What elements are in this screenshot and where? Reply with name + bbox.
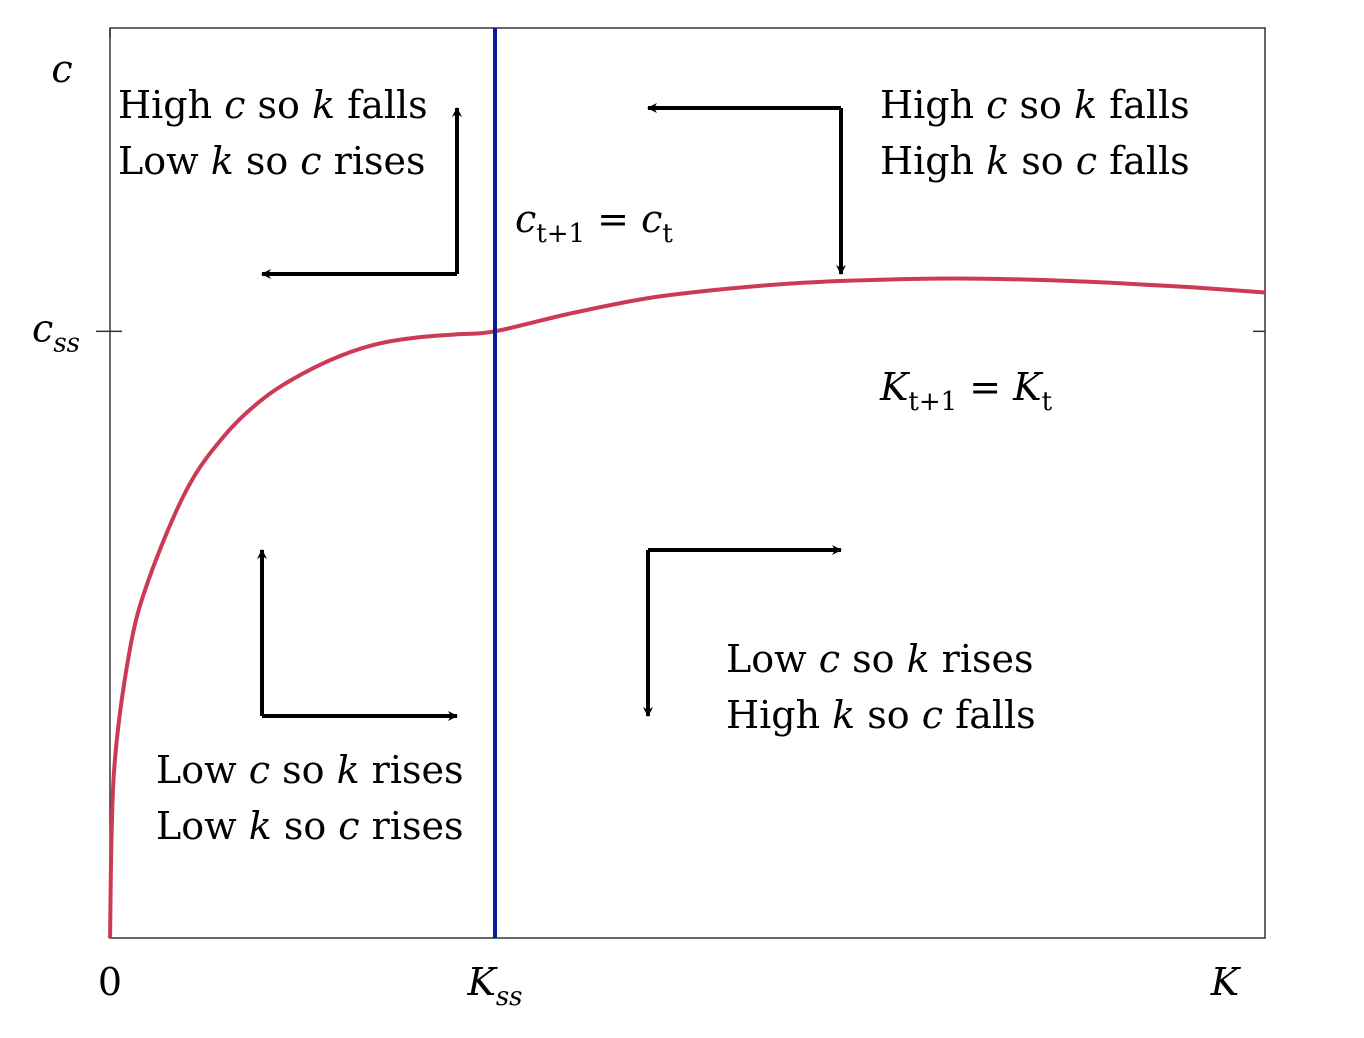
y-tick-label-0-sub: ss: [53, 328, 80, 358]
annotation-top-right-line1-word-4: falls: [1097, 83, 1190, 127]
annotation-bottom-left-line1-word-1: c: [237, 748, 270, 792]
x-tick-label-1-base: K: [466, 960, 498, 1004]
annotation-bottom-left-line1-word-2: so: [270, 748, 324, 792]
line-label-0-sub: t+1: [908, 387, 957, 417]
line-label-0-base: K: [879, 365, 911, 409]
annotation-bottom-right-line2: High k so c falls: [726, 693, 1036, 737]
annotation-bottom-left-line1-word-3: k: [324, 748, 359, 792]
annotation-top-right-line1: High c so k falls: [880, 83, 1190, 127]
line-label-0-sub2: t: [1042, 387, 1053, 417]
annotation-top-left-line2-word-4: rises: [322, 139, 426, 183]
line-label-1-sub: t+1: [536, 219, 585, 249]
x-tick-label-1-sub: ss: [496, 982, 523, 1012]
line-label-1-eq: =: [585, 197, 641, 241]
annotation-bottom-left-line2-word-2: so: [272, 804, 326, 848]
line-label-1-base2: c: [641, 197, 662, 241]
annotation-top-left-line2-word-3: c: [288, 139, 321, 183]
annotation-top-left-line1-word-1: c: [212, 83, 245, 127]
x-axis-label: K: [1210, 960, 1242, 1004]
line-label-1: ct+1 = ct: [515, 197, 673, 249]
annotation-top-right-line1-word-1: c: [974, 83, 1007, 127]
annotation-top-right-line2-word-3: c: [1064, 139, 1097, 183]
annotation-top-left-line2-word-0: Low: [118, 139, 199, 183]
y-axis-label: c: [51, 47, 72, 91]
annotation-bottom-right-line1: Low c so k rises: [726, 637, 1033, 681]
annotation-bottom-left-line2: Low k so c rises: [156, 804, 463, 848]
line-label-0-base2: K: [1012, 365, 1044, 409]
annotation-top-right-line2-word-4: falls: [1097, 139, 1190, 183]
annotation-top-right-line2-word-1: k: [974, 139, 1009, 183]
annotation-bottom-right-line1-word-2: so: [840, 637, 894, 681]
y-tick-label-0-base: c: [32, 306, 53, 350]
line-label-0-eq: =: [957, 365, 1013, 409]
annotation-bottom-right-line2-word-3: c: [910, 693, 943, 737]
annotation-bottom-right-line1-word-1: c: [807, 637, 840, 681]
annotation-bottom-left-line2-word-0: Low: [156, 804, 237, 848]
series-line-0: [108, 276, 1266, 939]
annotation-top-left-line2: Low k so c rises: [118, 139, 425, 183]
annotation-bottom-right-line2-word-0: High: [726, 693, 820, 737]
annotation-top-right-line1-word-3: k: [1062, 83, 1097, 127]
x-tick-label-1: Kss: [466, 960, 522, 1012]
annotation-top-right-line2: High k so c falls: [880, 139, 1190, 183]
y-tick-label-0: css: [32, 306, 80, 358]
annotation-bottom-right-line2-word-1: k: [820, 693, 855, 737]
annotation-bottom-left-line1-word-0: Low: [156, 748, 237, 792]
annotation-top-left-line1-word-0: High: [118, 83, 212, 127]
annotation-top-left-line1: High c so k falls: [118, 83, 428, 127]
annotation-bottom-right-line1-word-0: Low: [726, 637, 807, 681]
x-tick-label-0-base: 0: [98, 960, 122, 1004]
annotation-top-right-line2-word-0: High: [880, 139, 974, 183]
line-label-1-sub2: t: [662, 219, 673, 249]
x-tick-label-0: 0: [98, 960, 122, 1004]
annotation-bottom-right-line1-word-4: rises: [930, 637, 1034, 681]
annotation-bottom-left-line1-word-4: rises: [360, 748, 464, 792]
annotation-bottom-right-line2-word-2: so: [855, 693, 909, 737]
annotation-top-left-line2-word-2: so: [234, 139, 288, 183]
line-label-0: Kt+1 = Kt: [879, 365, 1053, 417]
annotation-bottom-left-line2-word-1: k: [237, 804, 272, 848]
line-label-1-base: c: [515, 197, 536, 241]
annotation-top-right-line2-word-2: so: [1009, 139, 1063, 183]
annotation-bottom-left-line2-word-3: c: [326, 804, 359, 848]
annotation-bottom-left-line2-word-4: rises: [360, 804, 464, 848]
annotation-bottom-right-line2-word-4: falls: [943, 693, 1036, 737]
annotation-top-left-line2-word-1: k: [199, 139, 234, 183]
plot-frame: [109, 27, 1266, 939]
annotation-top-left-line1-word-2: so: [245, 83, 299, 127]
annotation-top-left-line1-word-3: k: [300, 83, 335, 127]
annotation-top-right-line1-word-2: so: [1007, 83, 1061, 127]
annotation-top-left-line1-word-4: falls: [335, 83, 428, 127]
annotation-bottom-right-line1-word-3: k: [894, 637, 929, 681]
annotation-bottom-left-line1: Low c so k rises: [156, 748, 463, 792]
annotation-top-right-line1-word-0: High: [880, 83, 974, 127]
